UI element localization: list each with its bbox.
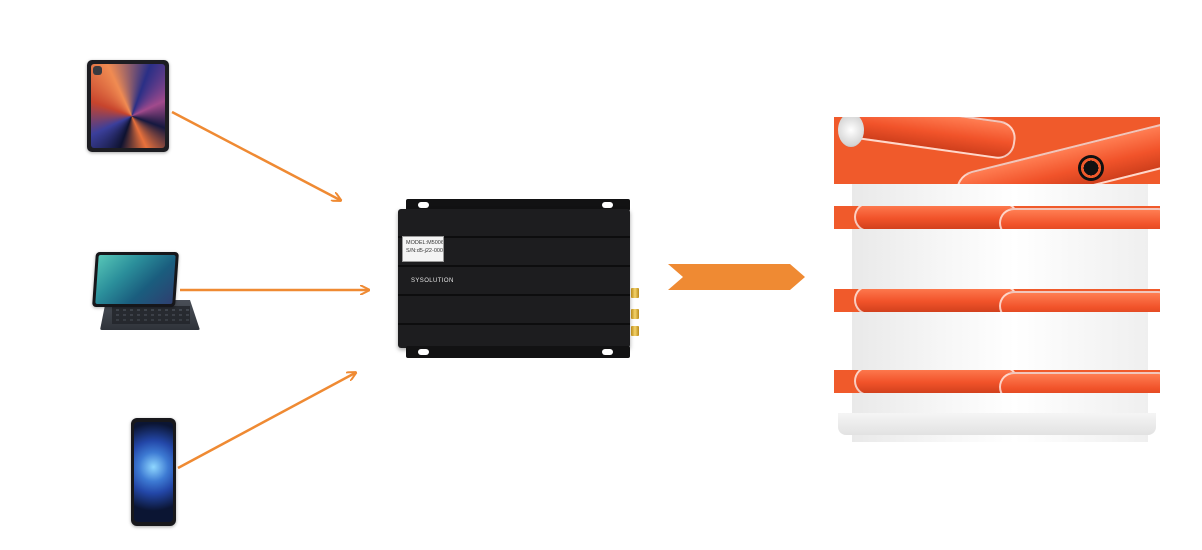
shelf-screen-3 — [834, 289, 1160, 312]
tablet-screen — [91, 64, 165, 148]
shelf-screen-2 — [834, 206, 1160, 229]
antenna-connector-3 — [631, 326, 639, 336]
antenna-connector-2 — [631, 309, 639, 319]
shelf-screen-4 — [834, 370, 1160, 393]
device-model-text: MODEL:M5006-H — [406, 240, 444, 246]
shelf-screen-1 — [834, 117, 1160, 184]
arrow-box-to-display — [668, 264, 805, 290]
arrow-phone-to-box — [177, 373, 355, 470]
device-serial-text: S/N:d5-j22-00088 — [406, 248, 443, 254]
antenna-connector-1 — [631, 288, 639, 298]
shelf-display-icon — [834, 117, 1160, 452]
tablet-icon — [87, 60, 169, 152]
phone-icon — [131, 418, 176, 526]
camera-icon — [93, 66, 102, 75]
controller-box-bottom-flange — [406, 346, 630, 358]
arrow-tablet-to-box — [171, 110, 340, 200]
device-brand: SYSOLUTION — [411, 278, 454, 284]
laptop-icon — [92, 252, 179, 307]
controller-box-top-flange — [406, 199, 630, 211]
laptop-screen — [95, 255, 176, 304]
controller-box-icon — [398, 209, 630, 348]
phone-screen — [134, 422, 173, 522]
shelf-base — [838, 413, 1156, 435]
device-label: MODEL:M5006-H S/N:d5-j22-00088 — [402, 236, 444, 262]
